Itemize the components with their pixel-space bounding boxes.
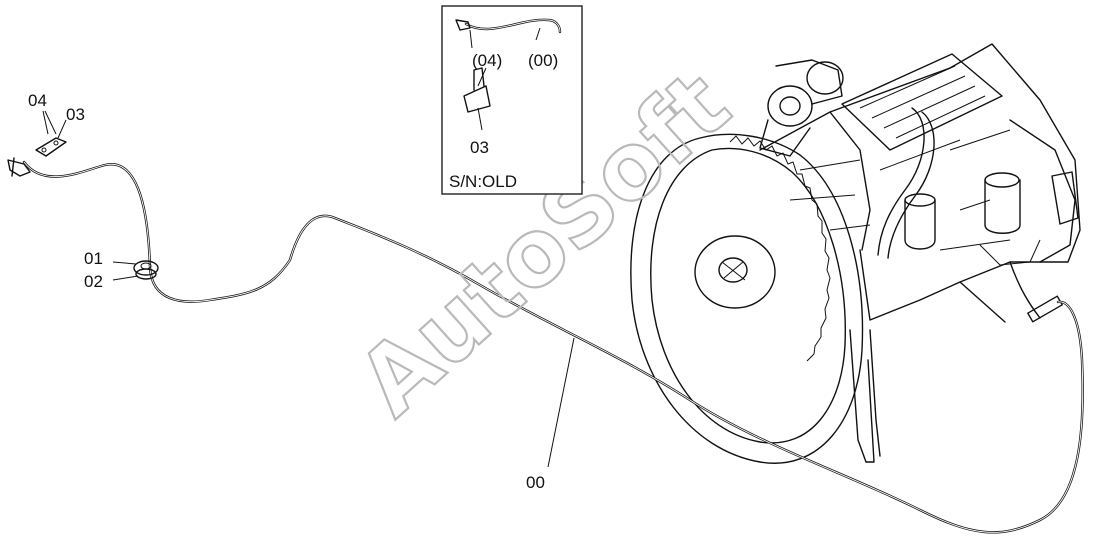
label-01: 01 (84, 249, 103, 268)
engine-illustration (630, 43, 1081, 464)
inset-label-04: (04) (472, 51, 502, 70)
grommet (133, 260, 159, 280)
inset-label-03: 03 (470, 138, 489, 157)
label-00: 00 (526, 473, 545, 492)
leader-lines (42, 110, 575, 468)
label-04: 04 (28, 91, 47, 110)
fuel-filter (904, 172, 1021, 250)
flywheel-housing (630, 133, 864, 464)
label-03: 03 (66, 105, 85, 124)
valve-cover (841, 53, 1003, 151)
bracket-assembly (35, 137, 67, 157)
inset-old-serial: (04) (00) 03 S/N:OLD (441, 5, 583, 195)
coolant-pipe (877, 107, 925, 256)
inset-label-00: (00) (528, 51, 558, 70)
throttle-cable (7, 157, 1084, 534)
label-02: 02 (84, 272, 103, 291)
flywheel-hub (694, 235, 776, 309)
turbocharger (759, 59, 844, 157)
inset-serial-label: S/N:OLD (449, 172, 517, 191)
engine-block (759, 43, 1081, 321)
